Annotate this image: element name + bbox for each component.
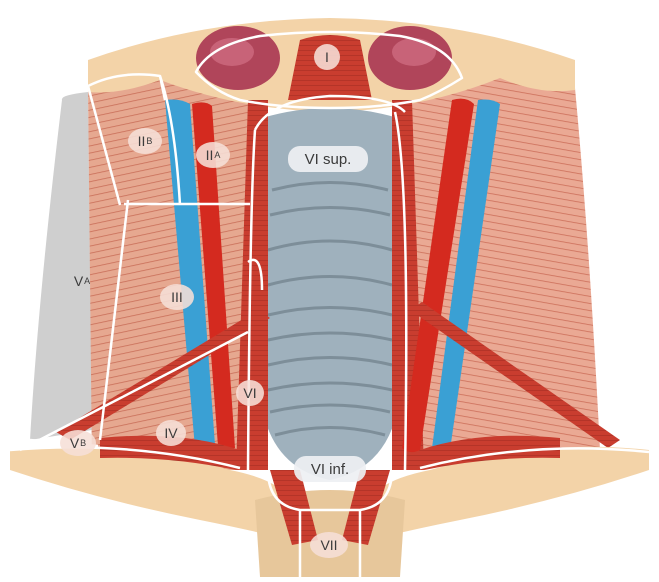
- level-vb-sub: B: [80, 438, 86, 448]
- level-iv-label: IV: [156, 420, 186, 446]
- level-iib-main: II: [138, 133, 146, 149]
- level-i-label: I: [314, 44, 340, 70]
- level-iia-main: II: [206, 147, 214, 163]
- posterior-background: [30, 92, 92, 440]
- level-va-main: V: [74, 273, 83, 289]
- level-vi-sup-label: VI sup.: [288, 146, 368, 172]
- level-va-sub: A: [84, 276, 90, 286]
- level-iib-sub: B: [146, 136, 152, 146]
- level-vi-inf-label: VI inf.: [294, 456, 366, 482]
- level-vb-main: V: [70, 435, 79, 451]
- level-vi-left-label: VI: [236, 380, 264, 406]
- level-iii-label: III: [160, 284, 194, 310]
- level-iia-sub: A: [214, 150, 220, 160]
- level-vii-label: VII: [310, 532, 348, 558]
